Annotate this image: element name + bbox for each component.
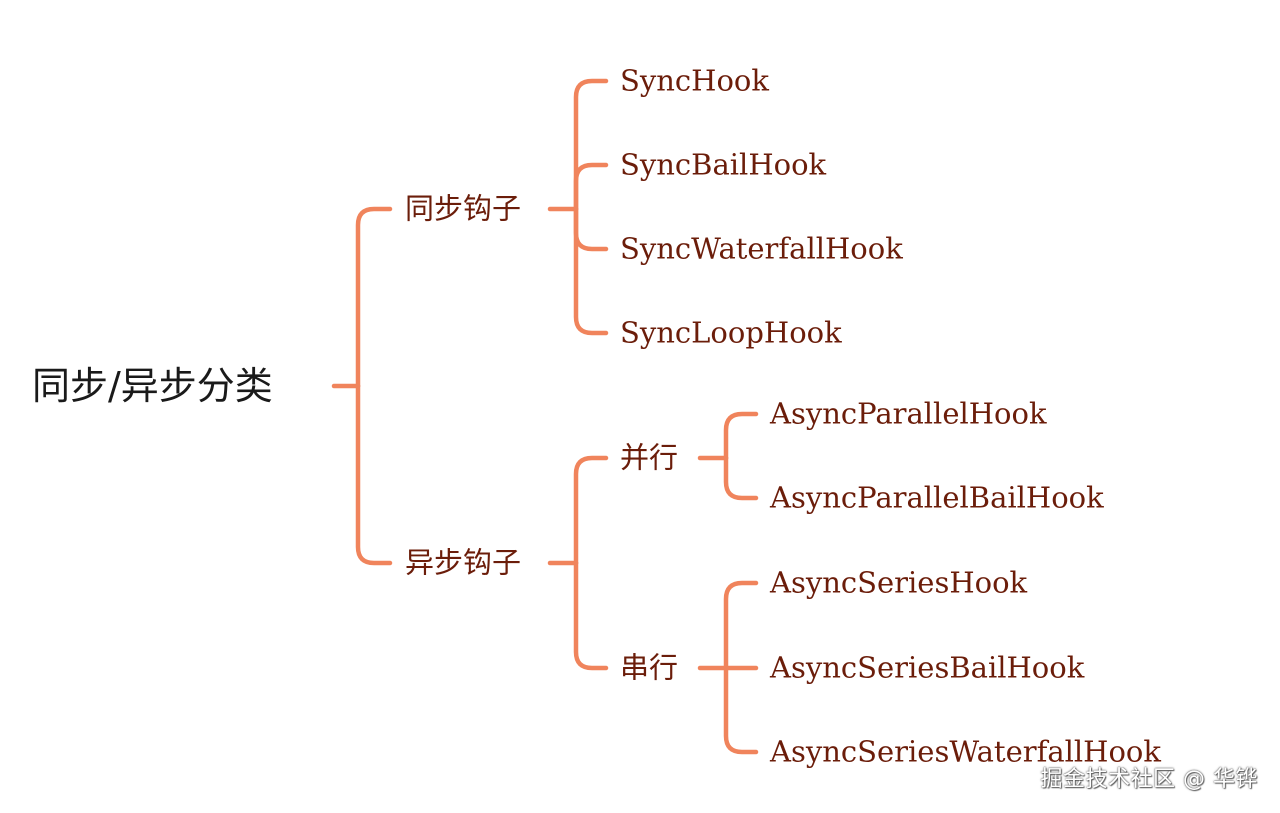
leaf-synchook: SyncHook [620, 63, 769, 98]
connector-sync-to-syncwaterfallhook [573, 206, 609, 252]
node-sync-hooks: 同步钩子 [405, 191, 522, 226]
connector-root-to-async [355, 383, 393, 566]
connector-parallel-to-asyncparallelbailhook [723, 455, 759, 501]
connector-series-to-asyncserieshook [723, 580, 759, 671]
leaf-asyncseriesbailhook: AsyncSeriesBailHook [770, 650, 1085, 685]
leaf-asyncserieswaterfallhook: AsyncSeriesWaterfallHook [770, 734, 1161, 769]
connector-root-to-sync [355, 206, 393, 389]
root-node: 同步/异步分类 [32, 364, 273, 408]
node-series: 串行 [620, 650, 679, 685]
node-async-hooks: 异步钩子 [405, 545, 522, 580]
connector-sync-to-synclookhook [573, 206, 609, 336]
connector-async-to-parallel [573, 455, 609, 566]
connector-sync-to-syncbailhook [573, 162, 609, 212]
leaf-syncwaterfallhook: SyncWaterfallHook [620, 231, 903, 266]
leaf-syncbailhook: SyncBailHook [620, 147, 827, 182]
leaf-asyncparallelbailhook: AsyncParallelBailHook [770, 480, 1104, 515]
watermark-text: 掘金技术社区 @ 华铧 [1040, 767, 1258, 792]
node-parallel: 并行 [620, 440, 679, 475]
connector-async-to-series [573, 560, 609, 671]
leaf-synclookhook: SyncLoopHook [620, 315, 842, 350]
connector-sync-to-synchook [573, 78, 609, 212]
leaf-asyncserieshook: AsyncSeriesHook [770, 565, 1028, 600]
connector-parallel-to-asyncparallelhook [723, 411, 759, 461]
connector-series-to-asyncserieswaterfallhook [723, 665, 759, 755]
leaf-asyncparallelhook: AsyncParallelHook [770, 396, 1047, 431]
